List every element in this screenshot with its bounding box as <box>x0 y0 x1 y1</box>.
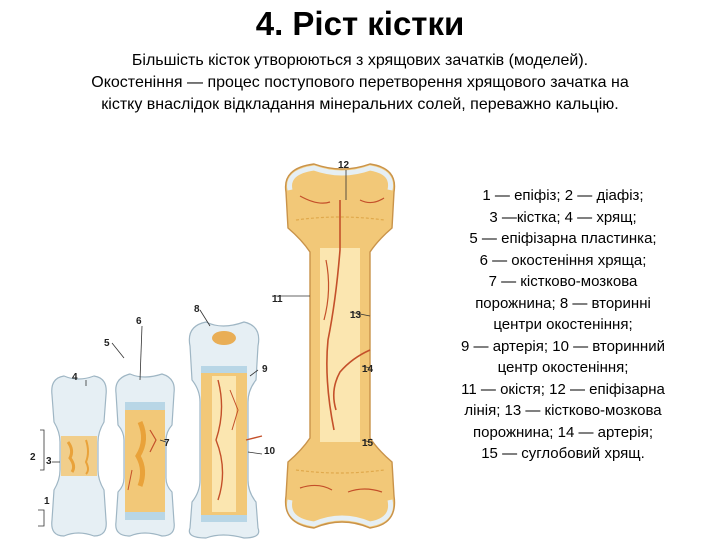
figure-label-11: 11 <box>272 294 283 305</box>
figure-label-4: 4 <box>72 372 78 383</box>
figure-label-2: 2 <box>30 452 36 463</box>
legend-line: 15 — суглобовий хрящ. <box>481 445 645 462</box>
legend-line: 5 — епіфізарна пластинка; <box>469 230 657 247</box>
figure-label-6: 6 <box>136 316 142 327</box>
intro-line: Окостеніння — процес поступового перетво… <box>91 74 629 91</box>
stage-secondary-centers <box>188 321 263 539</box>
legend-line: 3 —кістка; 4 — хрящ; <box>489 208 637 226</box>
stage-primary-ossification <box>115 373 175 537</box>
figure-label-5: 5 <box>104 338 110 349</box>
leader-lines <box>38 170 371 527</box>
figure-label-3: 3 <box>46 456 52 467</box>
legend-line: 9 — артерія; 10 — вторинний <box>461 337 665 355</box>
legend-line: порожнина; 14 — артерія; <box>472 423 654 441</box>
figure-label-9: 9 <box>262 364 268 375</box>
page-title: 4. Ріст кістки <box>255 5 465 42</box>
figure-label-8: 8 <box>194 304 200 315</box>
intro-line: Більшість кісток утворюються з хрящових … <box>131 52 589 69</box>
legend-line: 7 — кістково-мозкова <box>488 273 638 290</box>
figure-label-13: 13 <box>350 310 362 321</box>
stage-cartilage-model <box>51 375 107 537</box>
legend-line: 1 — епіфіз; 2 — діафіз; <box>482 187 644 204</box>
figure-label-10: 10 <box>264 446 276 457</box>
figure-label-15: 15 <box>362 438 374 449</box>
legend-line: 6 — окостеніння хряща; <box>479 251 647 269</box>
legend-line: порожнина; 8 — вторинні <box>475 294 651 312</box>
legend-line: 11 — окістя; 12 — епіфізарна <box>461 380 665 398</box>
figure-legend: 1 — епіфіз; 2 — діафіз; 3 —кістка; 4 — х… <box>418 185 708 465</box>
legend-line: центр окостеніння; <box>497 359 629 376</box>
intro-line: кістку внаслідок відкладання мінеральних… <box>101 96 619 113</box>
legend-line: центри окостеніння; <box>493 316 633 333</box>
figure-label-12: 12 <box>338 160 350 171</box>
legend-line: лінія; 13 — кістково-мозкова <box>464 402 662 419</box>
figure-label-1: 1 <box>44 496 50 507</box>
intro-paragraph: Більшість кісток утворюються з хрящових … <box>8 50 712 116</box>
figure-label-7: 7 <box>164 438 170 449</box>
bone-growth-illustration: 1 2 3 4 5 6 7 8 9 10 11 12 13 14 15 <box>30 160 396 539</box>
stage-mature-bone <box>284 163 396 529</box>
figure-label-14: 14 <box>362 364 374 375</box>
